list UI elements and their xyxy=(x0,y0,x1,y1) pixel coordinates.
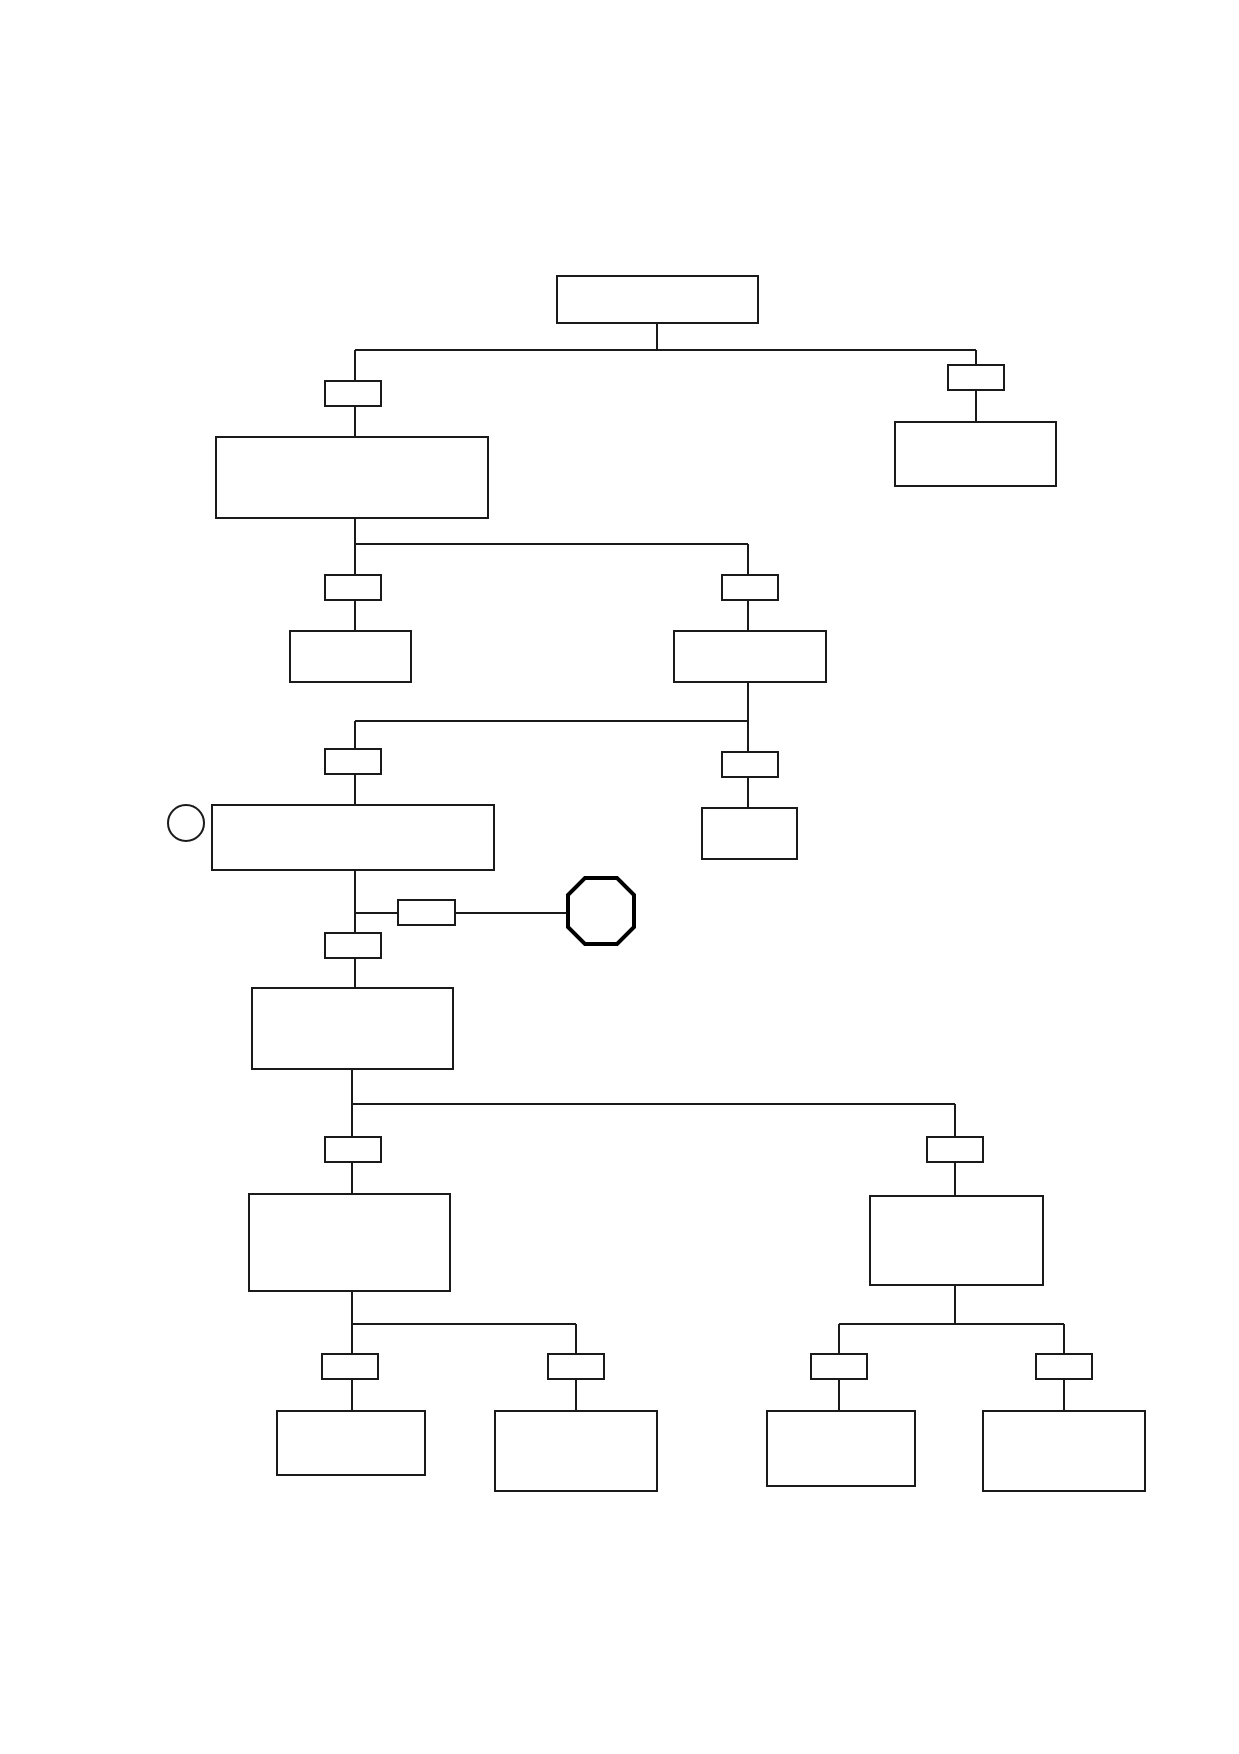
edge-label-root-n1 xyxy=(324,380,382,407)
edge-label-root-n2 xyxy=(947,364,1005,391)
edge-label-n1-n4 xyxy=(721,574,779,601)
node-n11 xyxy=(494,1410,658,1492)
stop-marker xyxy=(566,876,636,946)
stop-octagon-icon xyxy=(566,876,636,946)
edge-label-n4-n5 xyxy=(324,748,382,775)
node-n13 xyxy=(982,1410,1146,1492)
node-n3 xyxy=(289,630,412,683)
node-n2 xyxy=(894,421,1057,487)
edge-label-n9-n13 xyxy=(1035,1353,1093,1380)
edge-label-n7-n8 xyxy=(324,1136,382,1163)
node-n8 xyxy=(248,1193,451,1292)
edge-label-n9-n12 xyxy=(810,1353,868,1380)
connector-n9-children xyxy=(838,1285,1065,1411)
connector-n8-children xyxy=(351,1291,577,1411)
connector-n4-children xyxy=(354,682,749,808)
connector-n1-children xyxy=(354,518,749,631)
edge-label-n1-n3 xyxy=(324,574,382,601)
node-n9 xyxy=(869,1195,1044,1286)
node-n4 xyxy=(673,630,827,683)
edge-label-n8-n10 xyxy=(321,1353,379,1380)
connector-n7-children xyxy=(351,1069,956,1196)
connector-root-children xyxy=(354,323,977,437)
start-marker xyxy=(167,804,205,842)
node-n1 xyxy=(215,436,489,519)
edge-label-n5-n7 xyxy=(324,932,382,959)
node-n6 xyxy=(701,807,798,860)
connector-n5-children xyxy=(354,870,568,988)
connectors xyxy=(351,323,1065,1411)
edge-label-n5-stop xyxy=(397,899,456,926)
node-n12 xyxy=(766,1410,916,1487)
start-circle-icon xyxy=(167,804,205,842)
edge-label-n7-n9 xyxy=(926,1136,984,1163)
edge-label-n4-n6 xyxy=(721,751,779,778)
node-n7 xyxy=(251,987,454,1070)
node-n10 xyxy=(276,1410,426,1476)
node-root xyxy=(556,275,759,324)
node-n5 xyxy=(211,804,495,871)
edge-label-n8-n11 xyxy=(547,1353,605,1380)
